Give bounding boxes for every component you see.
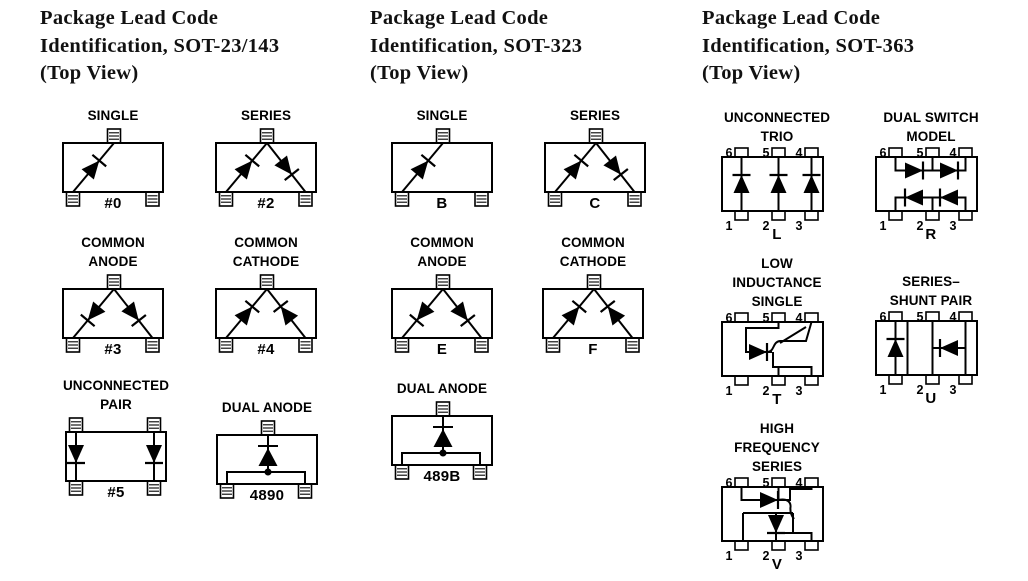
package-type-label: LOW INDUCTANCE SINGLE (732, 256, 822, 309)
package-type-label: SINGLE (87, 108, 139, 123)
package-type-label: COMMON CATHODE (559, 235, 627, 269)
package-diagram-low-inductance: 6 5 4 1 2 3 (721, 311, 824, 397)
package-type-label: UNCONNECTED PAIR (62, 378, 170, 412)
pin-number: 4 (796, 146, 803, 160)
pin-number: 1 (726, 549, 733, 562)
pin-number: 4 (796, 311, 803, 325)
lead-code: T (772, 391, 782, 408)
cell-sot363-high-frequency-series: HIGH FREQUENCY SERIES 6 5 4 1 2 3 V (697, 419, 857, 573)
lead-code: #0 (104, 195, 122, 212)
cell-sot23-single: SINGLE #0 (33, 106, 193, 212)
package-diagram-dual-switch: 6 5 4 1 2 3 (875, 146, 978, 232)
lead-code: U (925, 390, 937, 407)
package-type-label: COMMON ANODE (81, 235, 145, 269)
package-type-label: SINGLE (416, 108, 468, 123)
package-diagram-dual-anode (391, 401, 493, 480)
lead-code: L (772, 226, 782, 243)
cell-sot363-unconnected-trio: UNCONNECTED TRIO 6 5 4 1 2 3 L (697, 108, 857, 243)
cell-sot323-dual-anode: DUAL ANODE 489B (362, 379, 522, 485)
pin-number: 3 (950, 219, 957, 232)
cell-sot23-common-anode: COMMON ANODE #3 (33, 233, 193, 358)
pin-number: 6 (880, 310, 887, 324)
cell-sot323-common-cathode: COMMON CATHODE F (513, 233, 673, 358)
package-type-label: COMMON CATHODE (232, 235, 300, 269)
cell-sot323-common-anode: COMMON ANODE E (362, 233, 522, 358)
package-type-label: SERIES– SHUNT PAIR (889, 274, 973, 308)
lead-code: #3 (104, 341, 122, 358)
cell-sot143-unconnected-pair: UNCONNECTED PAIR #5 (36, 376, 196, 501)
lead-code: #4 (257, 341, 275, 358)
pin-number: 6 (880, 146, 887, 160)
pin-number: 6 (726, 476, 733, 490)
package-diagram-common-cathode (542, 274, 644, 353)
lead-code: 489B (423, 468, 461, 485)
pin-number: 4 (950, 310, 957, 324)
cell-sot363-series-shunt-pair: SERIES– SHUNT PAIR 6 5 4 1 2 3 U (851, 272, 1011, 407)
pin-number: 5 (917, 310, 924, 324)
lead-code: F (588, 341, 598, 358)
package-type-label: DUAL SWITCH MODEL (883, 110, 979, 144)
package-diagram-common-cathode (215, 274, 317, 353)
package-type-label: COMMON ANODE (410, 235, 474, 269)
column-title-sot323: Package Lead Code Identification, SOT-32… (370, 7, 583, 84)
package-diagram-common-anode (391, 274, 493, 353)
pin-number: 2 (763, 219, 770, 232)
package-diagram-single (391, 128, 493, 207)
package-type-label: SERIES (240, 108, 292, 123)
package-diagram-common-anode (62, 274, 164, 353)
package-type-label: UNCONNECTED TRIO (723, 110, 831, 144)
lead-code: #2 (257, 195, 275, 212)
pin-number: 3 (796, 384, 803, 397)
pin-number: 6 (726, 311, 733, 325)
cell-sot23-common-cathode: COMMON CATHODE #4 (186, 233, 346, 358)
lead-code: #5 (107, 484, 125, 501)
column-title-sot23-143: Package Lead Code Identification, SOT-23… (40, 7, 280, 84)
pin-number: 3 (950, 383, 957, 396)
pin-number: 4 (950, 146, 957, 160)
package-type-label: HIGH FREQUENCY SERIES (734, 421, 820, 474)
lead-code: B (436, 195, 448, 212)
pin-number: 2 (763, 549, 770, 562)
lead-code: E (436, 341, 448, 358)
package-diagram-dual-anode (216, 420, 318, 499)
pin-number: 2 (917, 219, 924, 232)
cell-sot323-series: SERIES C (515, 106, 675, 212)
lead-code: 4890 (249, 487, 285, 504)
pin-number: 5 (917, 146, 924, 160)
package-diagram-unconnected-trio: 6 5 4 1 2 3 (721, 146, 824, 232)
package-diagram-series (215, 128, 317, 207)
pin-number: 2 (917, 383, 924, 396)
pin-number: 1 (880, 219, 887, 232)
package-type-label: DUAL ANODE (221, 400, 313, 415)
package-diagram-unconnected-pair (65, 417, 167, 496)
column-title-sot363: Package Lead Code Identification, SOT-36… (702, 7, 915, 84)
pin-number: 5 (763, 146, 770, 160)
cell-sot23-dual-anode: DUAL ANODE 4890 (187, 398, 347, 504)
cell-sot23-series: SERIES #2 (186, 106, 346, 212)
lead-code: V (771, 556, 783, 573)
pin-number: 3 (796, 549, 803, 562)
pin-number: 2 (763, 384, 770, 397)
pin-number: 1 (726, 384, 733, 397)
cell-sot363-dual-switch: DUAL SWITCH MODEL 6 5 4 1 2 3 R (851, 108, 1011, 243)
lead-code: R (925, 226, 937, 243)
lead-code: C (589, 195, 601, 212)
package-type-label: DUAL ANODE (396, 381, 488, 396)
pin-number: 5 (763, 311, 770, 325)
pin-number: 1 (880, 383, 887, 396)
package-diagram-single (62, 128, 164, 207)
pin-number: 6 (726, 146, 733, 160)
pin-number: 5 (763, 476, 770, 490)
package-type-label: SERIES (569, 108, 621, 123)
package-diagram-series (544, 128, 646, 207)
pin-number: 3 (796, 219, 803, 232)
cell-sot363-low-inductance-single: LOW INDUCTANCE SINGLE 6 5 4 1 2 3 T (697, 254, 857, 408)
package-diagram-high-frequency: 6 5 4 1 2 3 (721, 476, 824, 562)
pin-number: 1 (726, 219, 733, 232)
package-diagram-series-shunt: 6 5 4 1 2 3 (875, 310, 978, 396)
pin-number: 4 (796, 476, 803, 490)
cell-sot323-single: SINGLE B (362, 106, 522, 212)
